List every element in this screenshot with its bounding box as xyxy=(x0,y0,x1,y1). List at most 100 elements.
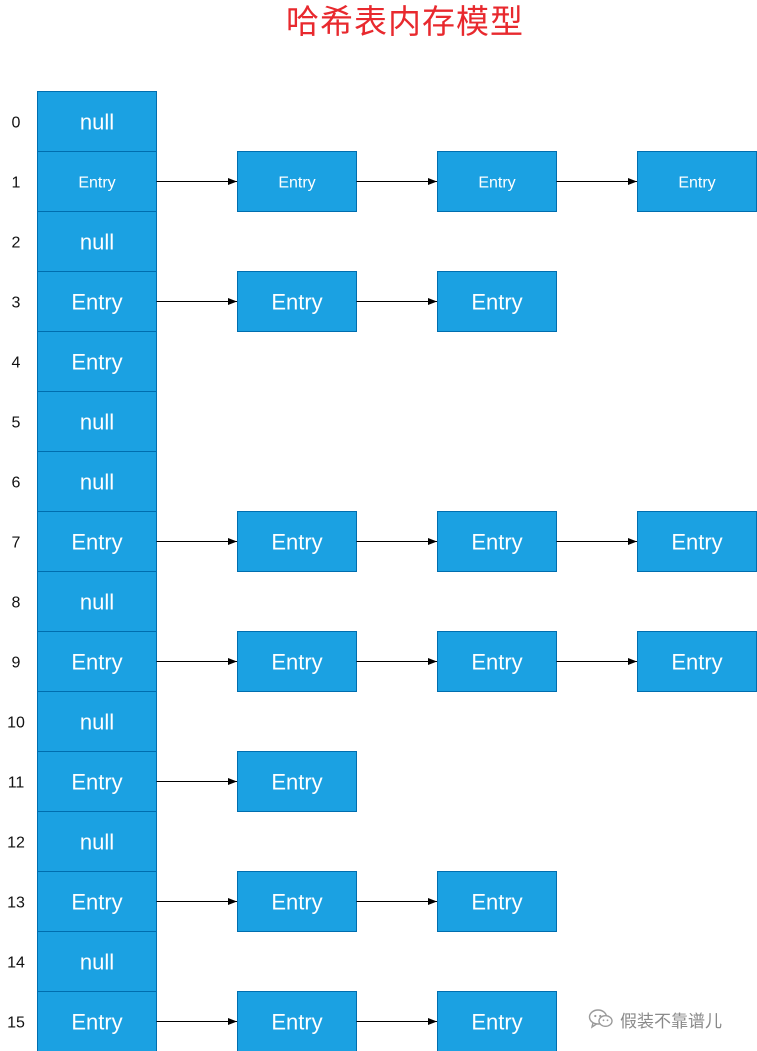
bucket-index-3: 3 xyxy=(12,295,21,312)
bucket-0: null xyxy=(37,91,157,152)
bucket-0-label: null xyxy=(80,109,114,134)
bucket-index-12: 12 xyxy=(7,835,25,852)
bucket-15-label: Entry xyxy=(71,1009,122,1034)
bucket-11: Entry xyxy=(37,751,157,812)
bucket-index-8: 8 xyxy=(12,595,21,612)
watermark-text: 假装不靠谱儿 xyxy=(620,1011,722,1032)
chain-entry-9-1-box xyxy=(437,631,557,692)
bucket-14-label: null xyxy=(80,949,114,974)
chain-entry-7-1-box xyxy=(437,511,557,572)
bucket-12-box xyxy=(37,811,157,872)
bucket-7-box xyxy=(37,511,157,572)
bucket-index-15: 15 xyxy=(7,1015,25,1032)
chain-entry-13-1-label: Entry xyxy=(471,889,522,914)
bucket-1: Entry xyxy=(37,151,157,212)
bucket-0-box xyxy=(37,91,157,152)
bucket-2-label: null xyxy=(80,229,114,254)
bucket-index-7: 7 xyxy=(12,535,21,552)
chain-entry-11-0-box xyxy=(237,751,357,812)
bucket-9-box xyxy=(37,631,157,692)
chain-entry-13-0-box xyxy=(237,871,357,932)
bucket-3: Entry xyxy=(37,271,157,332)
chain-entry-1-0: Entry xyxy=(237,151,357,212)
chain-entry-15-1-box xyxy=(437,991,557,1051)
diagram-title: 哈希表内存模型 xyxy=(286,2,524,41)
chain-entry-7-0-label: Entry xyxy=(271,529,322,554)
bucket-12: null xyxy=(37,811,157,872)
bucket-13-label: Entry xyxy=(71,889,122,914)
chain-entry-9-2-box xyxy=(637,631,757,692)
chain-entry-11-0: Entry xyxy=(237,751,357,812)
chain-entry-15-0-box xyxy=(237,991,357,1051)
chain-entry-15-0-label: Entry xyxy=(271,1009,322,1034)
chain-entry-1-1: Entry xyxy=(437,151,557,212)
bucket-2: null xyxy=(37,211,157,272)
bucket-index-2: 2 xyxy=(12,235,21,252)
bucket-14: null xyxy=(37,931,157,992)
bucket-12-label: null xyxy=(80,829,114,854)
bucket-1-label: Entry xyxy=(78,174,115,191)
bucket-6-label: null xyxy=(80,469,114,494)
bucket-index-10: 10 xyxy=(7,715,25,732)
bucket-2-box xyxy=(37,211,157,272)
bucket-5: null xyxy=(37,391,157,452)
chain-entry-15-1-label: Entry xyxy=(471,1009,522,1034)
bucket-8-label: null xyxy=(80,589,114,614)
chain-entry-1-2: Entry xyxy=(637,151,757,212)
bucket-13-box xyxy=(37,871,157,932)
bucket-index-5: 5 xyxy=(12,415,21,432)
chain-entry-7-2: Entry xyxy=(637,511,757,572)
chain-entry-3-0-box xyxy=(237,271,357,332)
chain-entry-3-1-label: Entry xyxy=(471,289,522,314)
bucket-8-box xyxy=(37,571,157,632)
chain-entry-9-1: Entry xyxy=(437,631,557,692)
chain-entry-1-1-box xyxy=(437,151,557,212)
chain-entry-9-0-label: Entry xyxy=(271,649,322,674)
chain-entry-3-1: Entry xyxy=(437,271,557,332)
chain-entry-13-1: Entry xyxy=(437,871,557,932)
chain-entry-1-1-label: Entry xyxy=(478,174,515,191)
bucket-index-1: 1 xyxy=(12,175,21,192)
chain-entry-3-0: Entry xyxy=(237,271,357,332)
bucket-index-13: 13 xyxy=(7,895,25,912)
chain-entry-9-2-label: Entry xyxy=(671,649,722,674)
chain-entry-7-0: Entry xyxy=(237,511,357,572)
bucket-11-label: Entry xyxy=(71,769,122,794)
bucket-8: null xyxy=(37,571,157,632)
chain-entry-11-0-label: Entry xyxy=(271,769,322,794)
bucket-14-box xyxy=(37,931,157,992)
chain-entry-7-2-label: Entry xyxy=(671,529,722,554)
bucket-11-box xyxy=(37,751,157,812)
bucket-1-box xyxy=(37,151,157,212)
bucket-9: Entry xyxy=(37,631,157,692)
bucket-6-box xyxy=(37,451,157,512)
chain-entry-1-0-box xyxy=(237,151,357,212)
watermark: 假装不靠谱儿 xyxy=(588,1005,722,1033)
chain-entry-7-1-label: Entry xyxy=(471,529,522,554)
bucket-4: Entry xyxy=(37,331,157,392)
chain-entry-1-2-box xyxy=(637,151,757,212)
chain-entry-9-0: Entry xyxy=(237,631,357,692)
bucket-15-box xyxy=(37,991,157,1051)
chain-entry-13-1-box xyxy=(437,871,557,932)
chain-entry-9-2: Entry xyxy=(637,631,757,692)
bucket-index-11: 11 xyxy=(8,775,25,792)
bucket-5-label: null xyxy=(80,409,114,434)
chain-entry-7-1: Entry xyxy=(437,511,557,572)
chain-entry-3-1-box xyxy=(437,271,557,332)
chain-entry-7-2-box xyxy=(637,511,757,572)
bucket-15: Entry xyxy=(37,991,157,1051)
chain-entry-15-1: Entry xyxy=(437,991,557,1051)
chain-entry-13-0-label: Entry xyxy=(271,889,322,914)
bucket-9-label: Entry xyxy=(71,649,122,674)
bucket-index-6: 6 xyxy=(12,475,21,492)
bucket-index-14: 14 xyxy=(7,955,25,972)
wechat-icon xyxy=(588,1009,613,1029)
bucket-3-label: Entry xyxy=(71,289,122,314)
bucket-6: null xyxy=(37,451,157,512)
bucket-4-label: Entry xyxy=(71,349,122,374)
chain-entry-1-2-label: Entry xyxy=(678,174,715,191)
